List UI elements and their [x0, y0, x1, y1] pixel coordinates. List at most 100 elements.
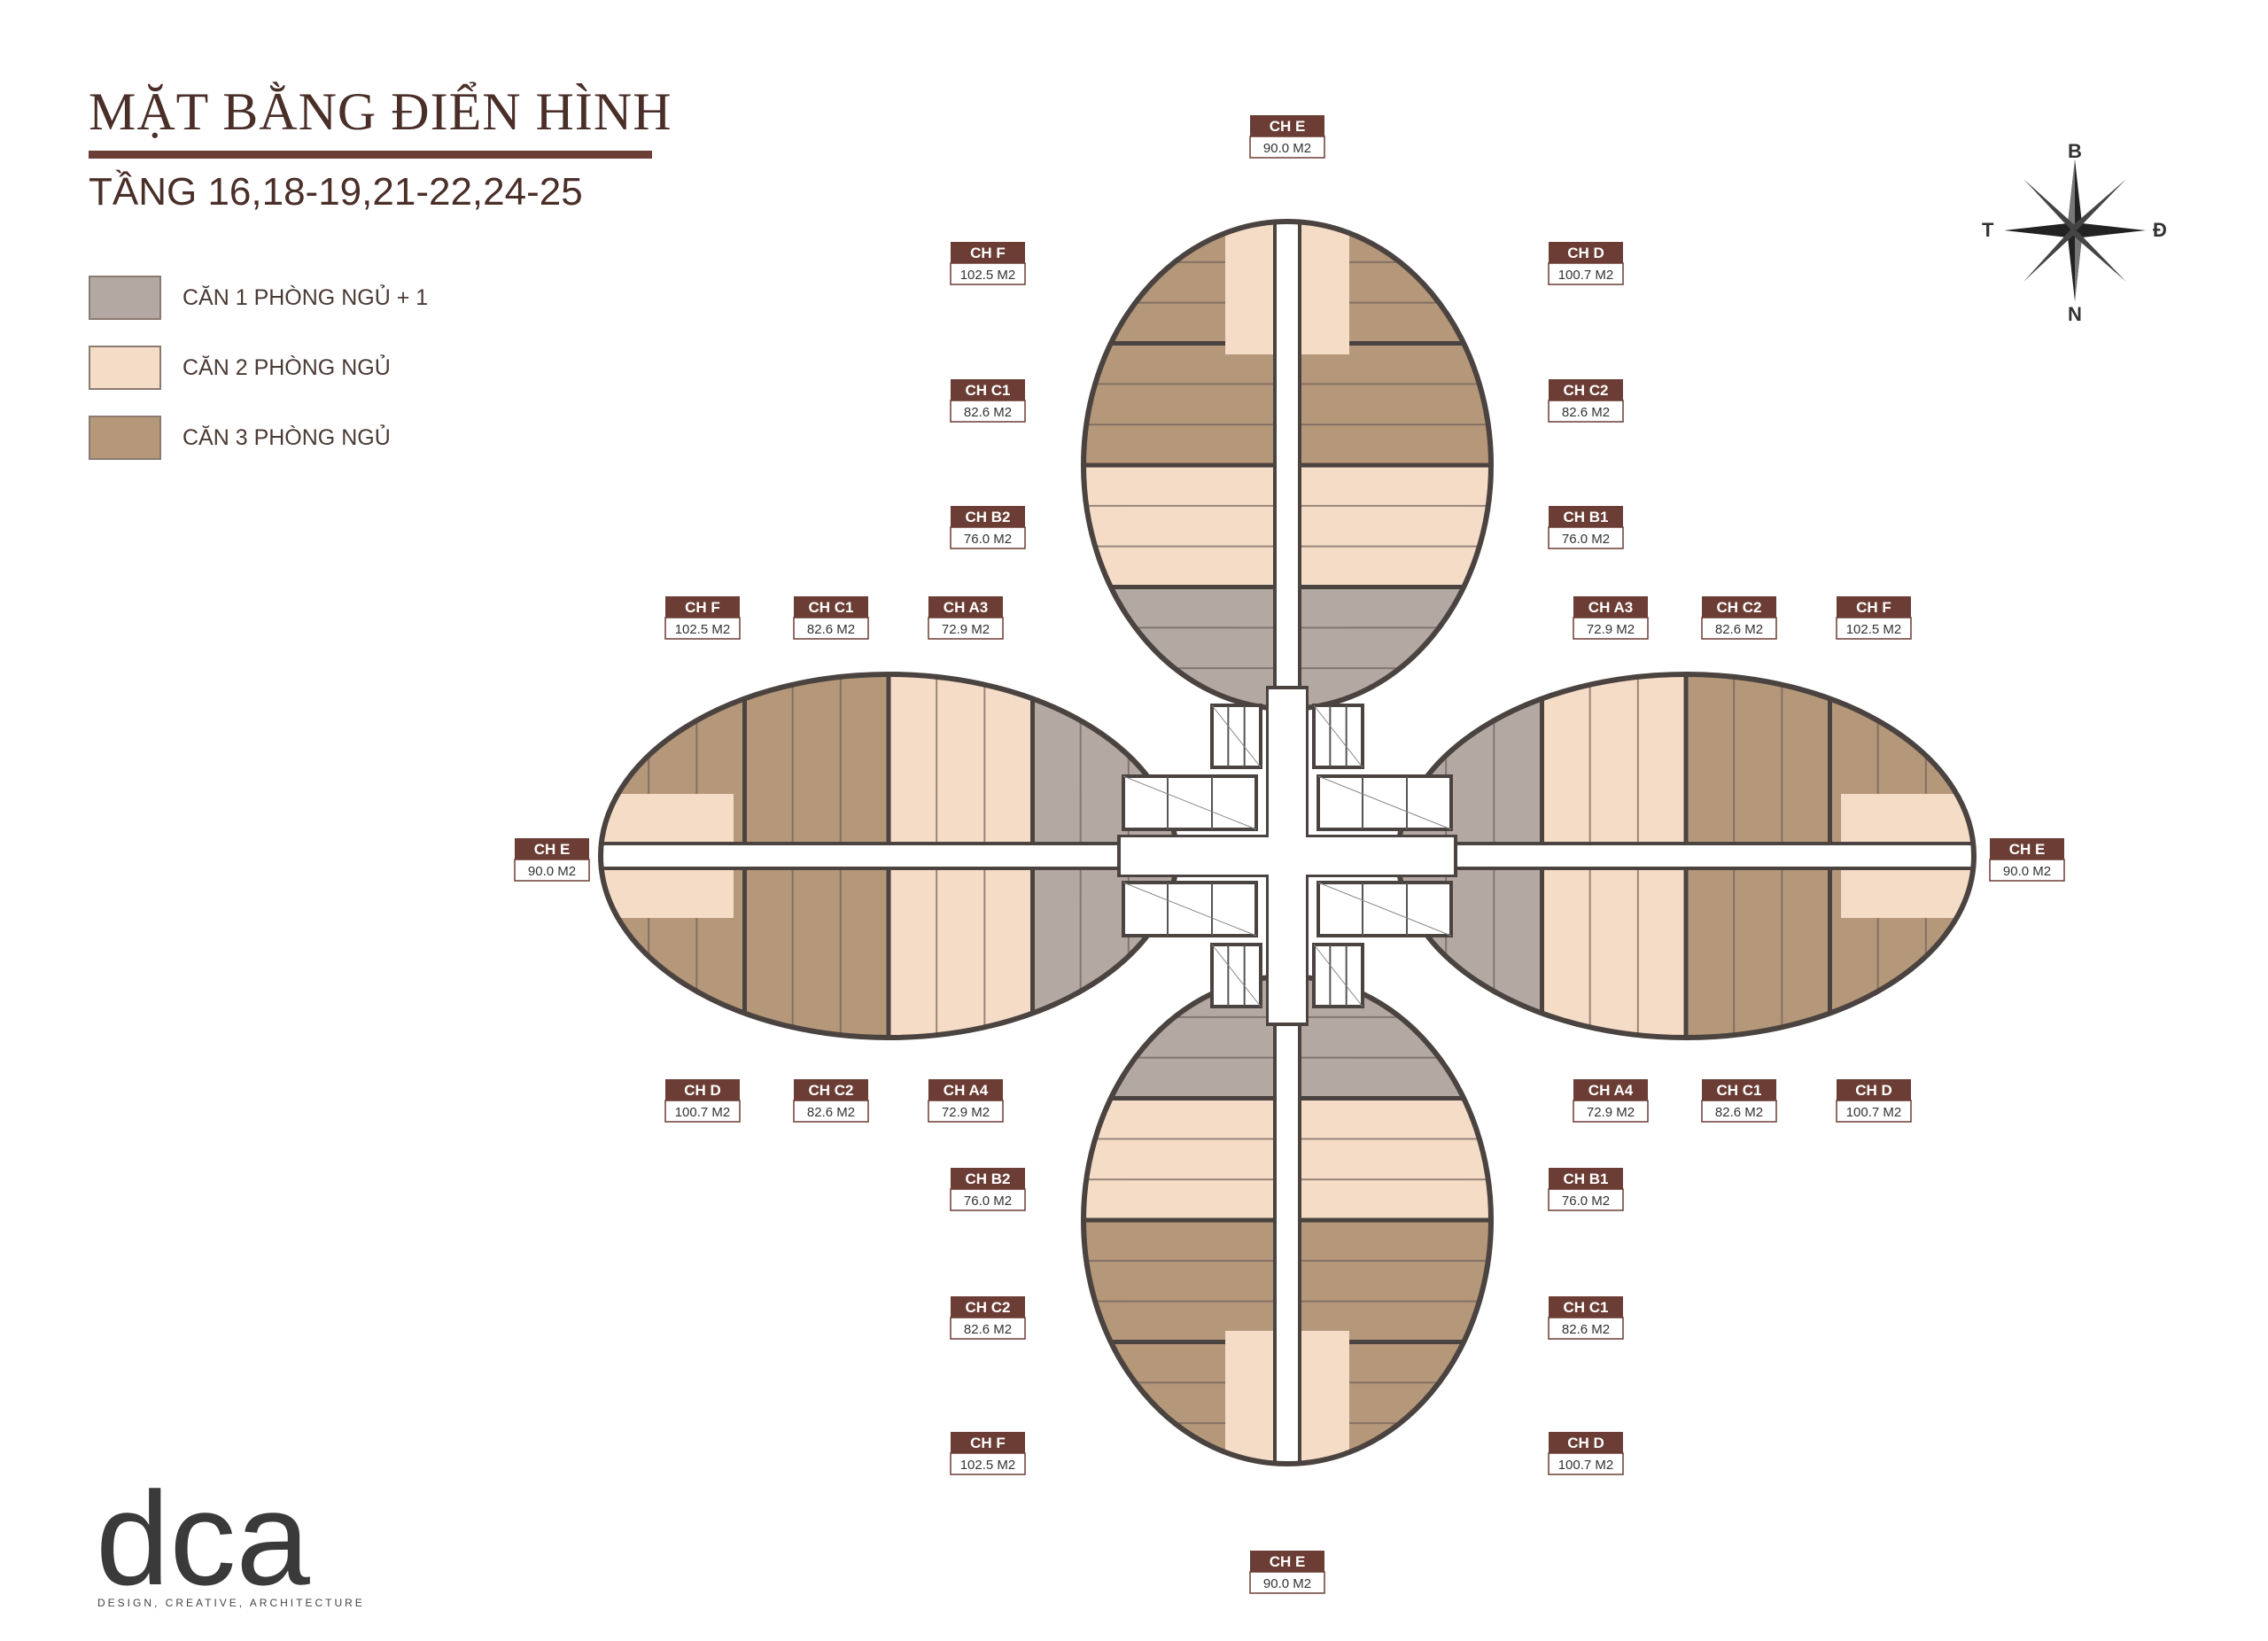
unit-area: 90.0 M2	[528, 864, 576, 879]
unit-label-body	[950, 1452, 1026, 1475]
unit-label-header	[1549, 506, 1623, 527]
unit-label-header	[951, 1432, 1025, 1453]
unit-name: CH C1	[965, 382, 1010, 399]
unit-label: CH E 90.0 M2	[514, 838, 590, 882]
unit-area: 102.5 M2	[675, 622, 731, 637]
unit-name: CH E	[534, 841, 571, 858]
compass-rose-icon	[2004, 159, 2146, 301]
unit-label: CH E90.0 M2	[1249, 115, 1325, 159]
unit-label-body	[793, 617, 869, 640]
unit-label-body	[1836, 1100, 1912, 1123]
unit-label-body	[950, 1317, 1026, 1340]
unit-label-body	[1701, 1100, 1777, 1123]
unit-label-body	[1701, 617, 1777, 640]
unit-label-body	[664, 617, 741, 640]
unit-name: CH F	[970, 245, 1006, 261]
unit-name: CH D	[684, 1082, 721, 1099]
wing-corridor	[1275, 222, 1300, 709]
legend-swatch-3br	[89, 416, 161, 460]
plan-wings	[598, 219, 1977, 1466]
unit-area: 90.0 M2	[1263, 1576, 1311, 1591]
unit-label-header	[794, 596, 868, 618]
unit-area: 76.0 M2	[964, 532, 1012, 547]
unit-label-header	[1837, 596, 1911, 618]
unit-area: 102.5 M2	[960, 1458, 1016, 1473]
legend-swatch-1br	[89, 276, 161, 320]
unit-label-body	[664, 1100, 741, 1123]
unit-area: 100.7 M2	[1558, 268, 1614, 283]
unit-label-body	[950, 262, 1026, 285]
legend-label-2br: CĂN 2 PHÒNG NGỦ	[183, 354, 391, 380]
unit-label: CH A4 72.9 M2	[1573, 1079, 1649, 1123]
unit-area: 76.0 M2	[1562, 1194, 1610, 1209]
unit-area: 82.6 M2	[807, 622, 855, 637]
unit-label-header	[1250, 115, 1324, 136]
unit-area: 72.9 M2	[1587, 1105, 1635, 1120]
wing-corridor	[601, 844, 1177, 868]
unit-area: 100.7 M2	[1558, 1458, 1614, 1473]
legend-swatch-2br	[89, 346, 161, 390]
unit-label-header	[1837, 1079, 1911, 1100]
floor-subtitle: TẦNG 16,18-19,21-22,24-25	[89, 170, 583, 214]
unit-label: CH F 102.5 M2	[950, 1432, 1026, 1475]
unit-name: CH F	[1856, 599, 1891, 616]
unit-name: CH E	[1270, 1553, 1306, 1570]
unit-label-header	[1549, 242, 1623, 263]
legend-label-3br: CĂN 3 PHÒNG NGỦ	[183, 424, 391, 450]
compass-north-label: B	[2068, 140, 2082, 162]
legend-item-1br: CĂN 1 PHÒNG NGỦ + 1	[89, 275, 428, 321]
unit-label-body	[1249, 136, 1325, 159]
unit-label-header	[1573, 1079, 1648, 1100]
unit-label-header	[951, 242, 1025, 263]
unit-name: CH A4	[1588, 1082, 1634, 1099]
unit-label: CH D 100.7 M2	[1548, 1432, 1624, 1475]
unit-label-header	[1573, 596, 1648, 618]
logo-tagline: DESIGN, CREATIVE, ARCHITECTURE	[97, 1597, 365, 1609]
unit-label-body	[1548, 1188, 1624, 1211]
legend: CĂN 1 PHÒNG NGỦ + 1 CĂN 2 PHÒNG NGỦ CĂN …	[89, 275, 428, 485]
unit-label-header	[928, 596, 1003, 618]
unit-label-header	[1702, 596, 1776, 618]
wing-corridor	[1275, 976, 1300, 1464]
unit-label: CH C1 82.6 M2	[793, 596, 869, 640]
unit-name: CH D	[1567, 1435, 1604, 1451]
unit-name: CH C2	[1563, 382, 1608, 399]
unit-name: CH C1	[808, 599, 853, 616]
unit-label-header	[1990, 838, 2064, 859]
unit-label-body	[1836, 617, 1912, 640]
unit-name: CH F	[970, 1435, 1006, 1451]
unit-area: 76.0 M2	[1562, 532, 1610, 547]
unit-label-header	[951, 379, 1025, 401]
unit-area: 82.6 M2	[964, 1322, 1012, 1337]
unit-label-header	[951, 1168, 1025, 1189]
unit-label-body	[1548, 1452, 1624, 1475]
west-wing	[598, 672, 1179, 1040]
unit-name: CH C1	[1716, 1082, 1761, 1099]
unit-label-body	[1573, 617, 1649, 640]
unit-label-body	[1548, 1317, 1624, 1340]
unit-area: 90.0 M2	[1263, 141, 1311, 156]
unit-name: CH C2	[965, 1299, 1010, 1316]
unit-label-body	[928, 1100, 1004, 1123]
unit-label-body	[1548, 262, 1624, 285]
wing-corridor	[1398, 844, 1974, 868]
unit-label-header	[515, 838, 589, 859]
unit-label-body	[950, 526, 1026, 549]
unit-area: 100.7 M2	[675, 1105, 731, 1120]
unit-name: CH D	[1855, 1082, 1892, 1099]
unit-label-body	[1573, 1100, 1649, 1123]
unit-name: CH F	[685, 599, 720, 616]
unit-labels: CH E 90.0 M2 CH F 102.5 M2 CH D 100.7 M2 CH C1…	[514, 115, 2065, 1594]
unit-area: 100.7 M2	[1846, 1105, 1902, 1120]
unit-name: CH B2	[965, 1170, 1010, 1187]
